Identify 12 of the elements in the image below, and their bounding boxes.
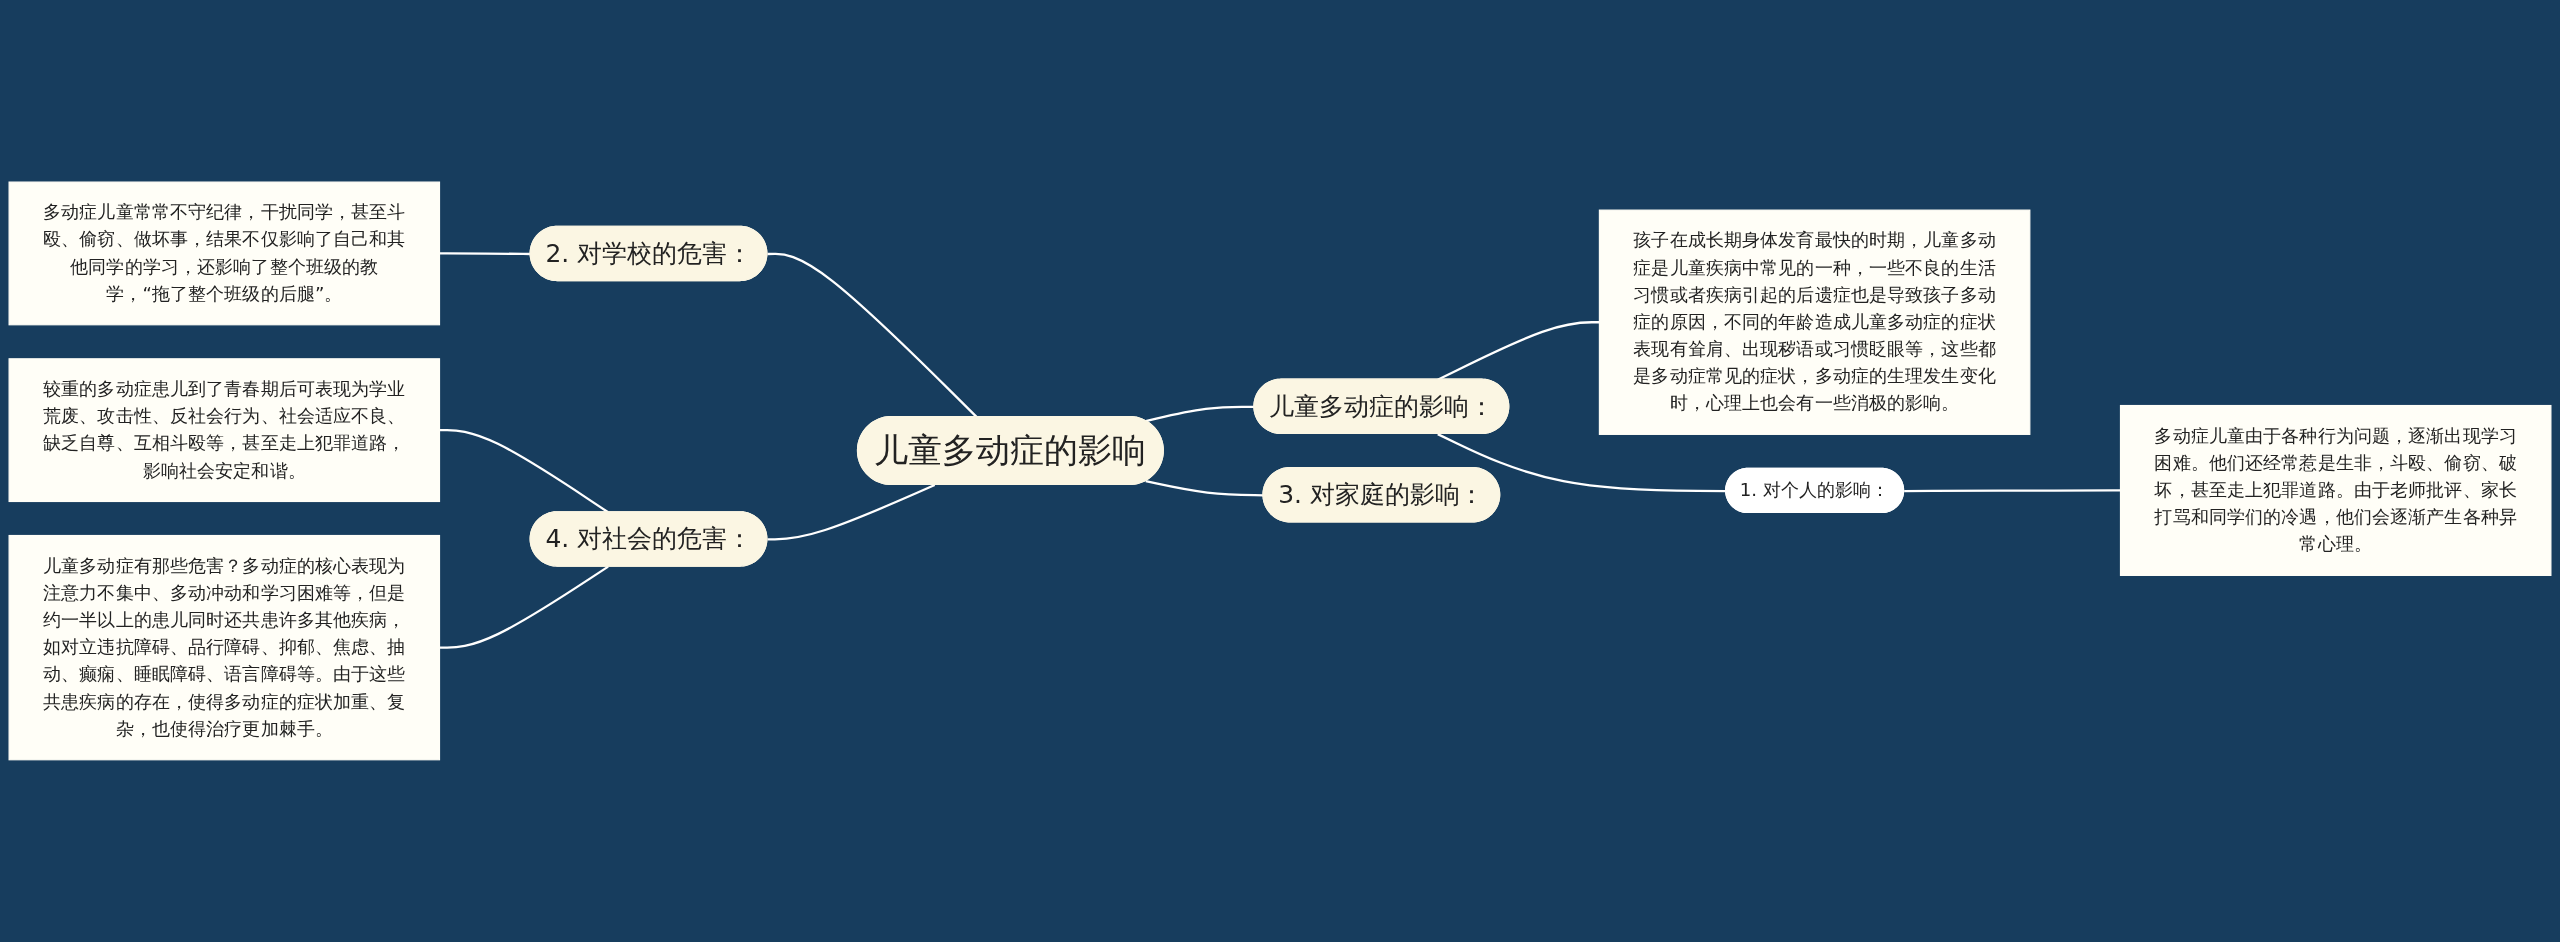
node-box: 多动症儿童常常不守纪律，干扰同学，甚至斗殴、偷窃、做坏事，结果不仅影响了自己和其他同学的学习，还影响了整个班级的教学，“拖了整个班级的后腿”。 <box>8 181 441 326</box>
connector <box>1145 480 1264 497</box>
node-box: 多动症儿童由于各种行为问题，逐渐出现学习困难。他们还经常惹是生非，斗殴、偷窃、破坏，甚至走上犯罪道路。由于老师批评、家长打骂和同学们的冷遇，他们会逐渐产生各种异常心理。 <box>2119 405 2552 577</box>
connector <box>767 252 978 418</box>
connector <box>1904 489 2121 493</box>
node-box: 儿童多动症有那些危害？多动症的核心表现为注意力不集中、多动冲动和学习困难等，但是约一半以上的患儿同时还共患许多其他疾病，如对立违抗障碍、品行障碍、抑郁、焦虑、抽动、癫痫、睡眠障碍、语言障碍等。由于这些共患疾病的存在，使得多动症的症状加重、复杂，也使得治疗更加棘手。 <box>8 535 441 761</box>
connector <box>1437 321 1600 381</box>
node-box: 较重的多动症患儿到了青春期后可表现为学业荒废、攻击性、反社会行为、社会适应不良、缺乏自尊、互相斗殴等，甚至走上犯罪道路，影响社会安定和谐。 <box>8 358 441 503</box>
node-box: 孩子在成长期身体发育最快的时期，儿童多动症是儿童疾病中常见的一种，一些不良的生活习惯或者疾病引起的后遗症也是导致孩子多动症的原因，不同的年龄造成儿童多动症的症状表现有耸肩、出现秽语或习惯眨眼等，这些都是多动症常见的症状，多动症的生理发生变化时，心理上也会有一些消极的影响。 <box>1598 209 2031 436</box>
connector <box>767 484 936 541</box>
connector <box>439 565 609 649</box>
connector <box>439 252 531 256</box>
